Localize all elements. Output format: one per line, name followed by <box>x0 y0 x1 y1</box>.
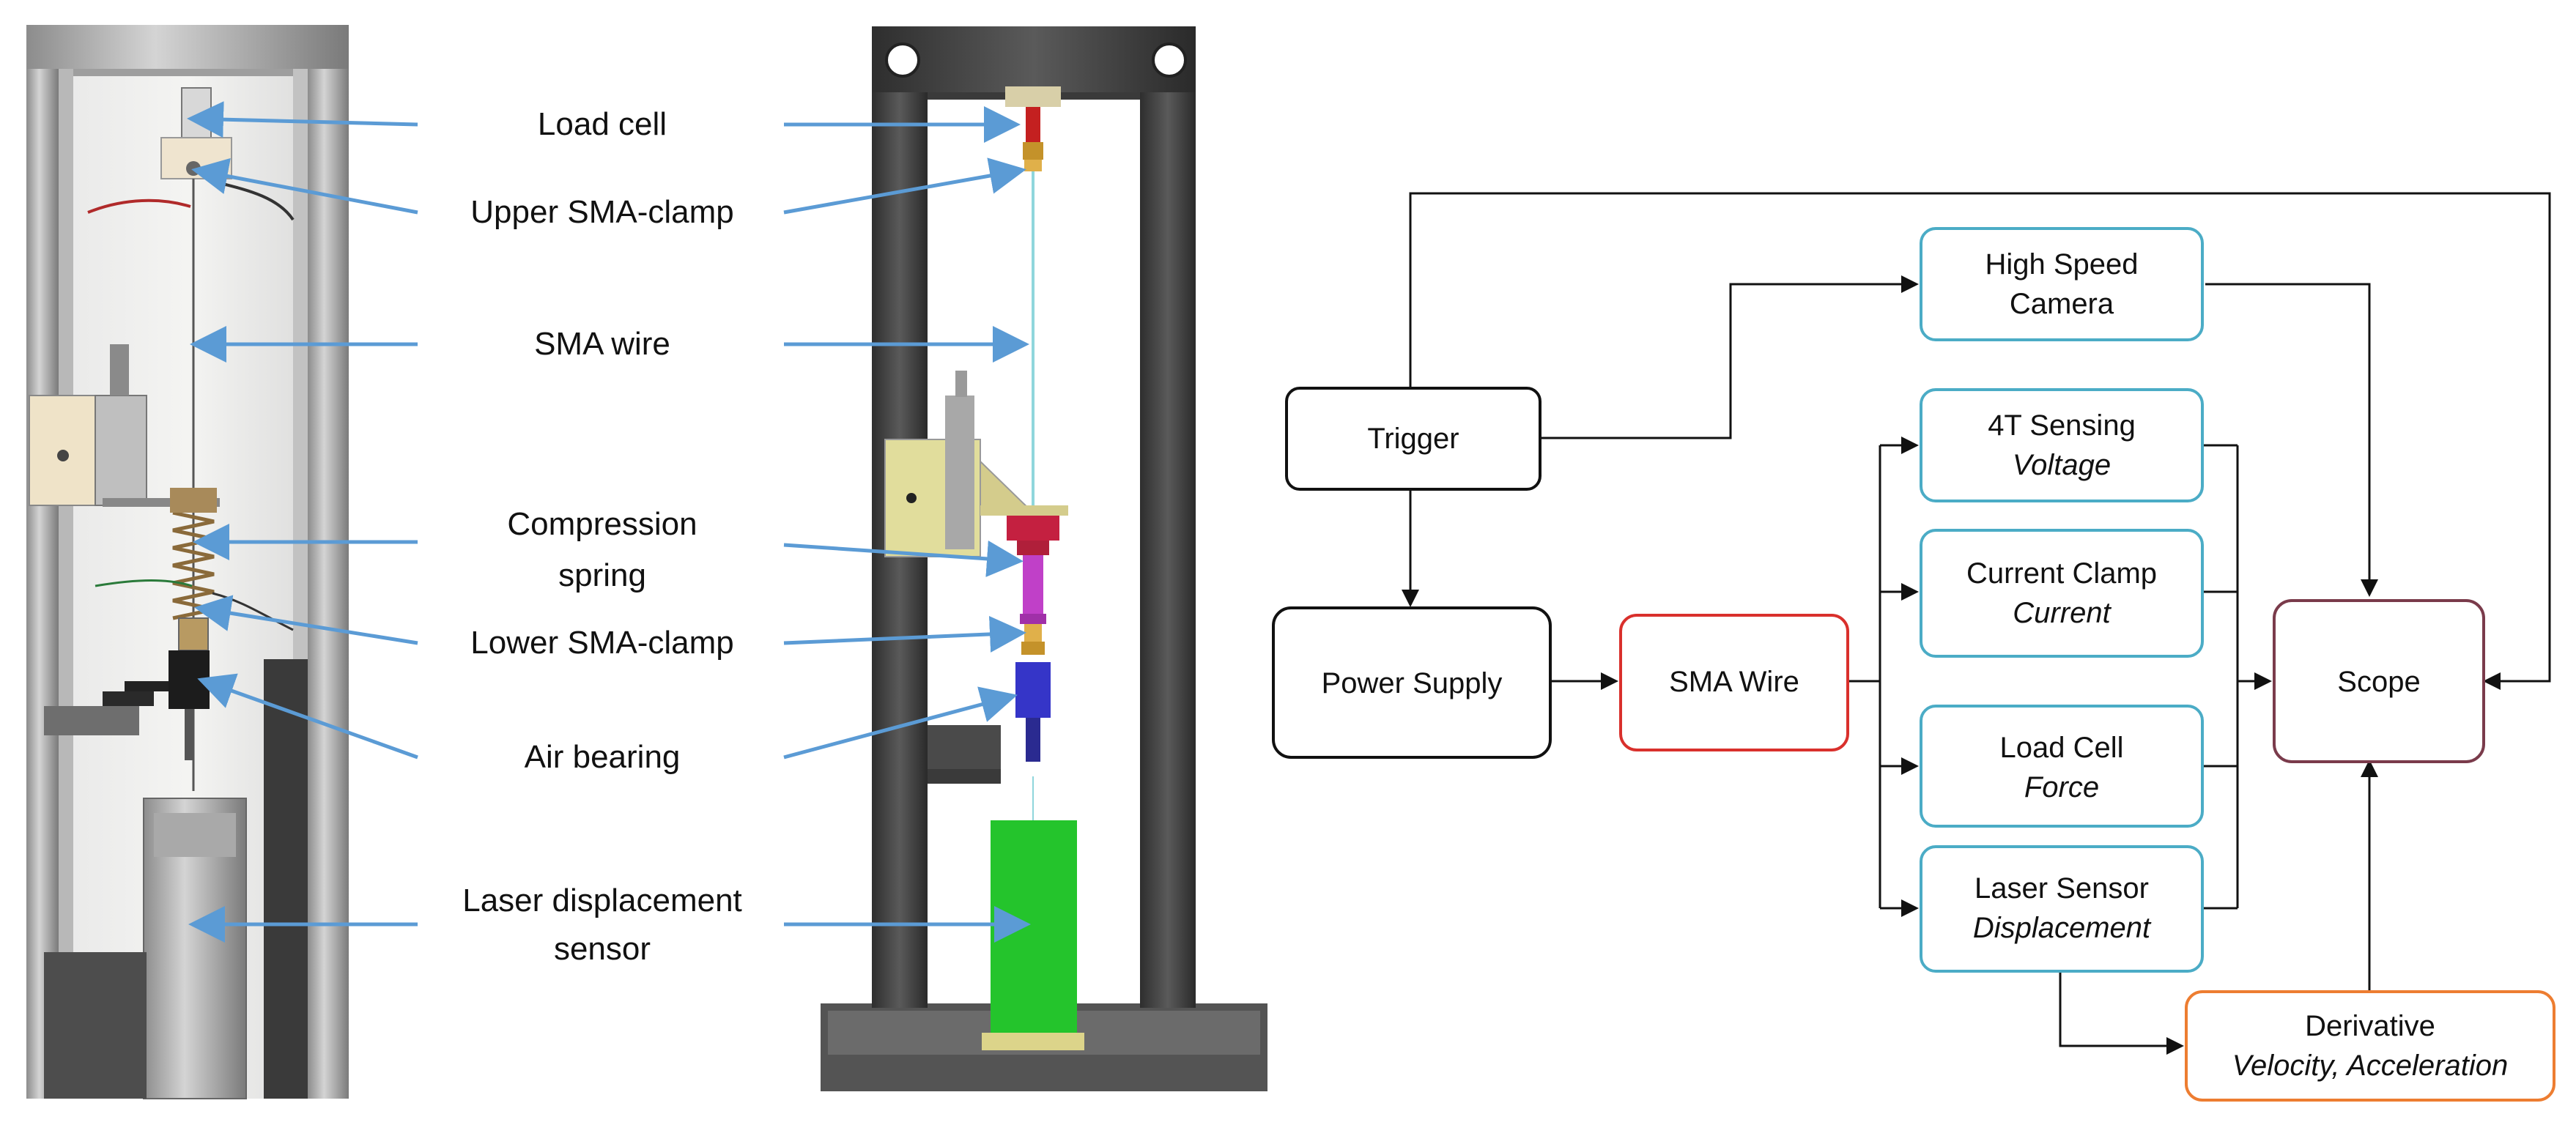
apparatus-annotations: Load cell Upper SMA-clamp SMA wire Compr… <box>187 101 1031 967</box>
label-laser-sensor-line2: sensor <box>554 931 651 967</box>
apparatus-cad-model <box>821 26 1267 1091</box>
svg-text:Current Clamp: Current Clamp <box>1966 557 2157 590</box>
arrow-air-bearing-left <box>197 673 418 760</box>
edge-laser-to-derivative <box>2059 971 2184 1055</box>
svg-text:Load Cell: Load Cell <box>1999 732 2123 764</box>
node-laser-sensor: Laser Sensor Displacement <box>1920 845 2204 973</box>
label-upper-clamp: Upper SMA-clamp <box>470 194 733 230</box>
label-load-cell: Load cell <box>538 106 667 142</box>
block-diagram: Trigger Power Supply SMA Wire High Speed… <box>1272 192 2555 1102</box>
edge-trigger-to-scope <box>1409 192 2551 690</box>
svg-text:Scope: Scope <box>2337 666 2420 698</box>
edge-trigger-to-camera <box>1540 275 1919 439</box>
svg-text:Power Supply: Power Supply <box>1322 667 1503 699</box>
svg-text:Camera: Camera <box>2010 288 2114 320</box>
node-4t-sensing: 4T Sensing Voltage <box>1920 388 2204 502</box>
svg-text:Velocity, Acceleration: Velocity, Acceleration <box>2232 1050 2508 1082</box>
svg-text:Force: Force <box>2024 771 2099 803</box>
svg-text:Laser Sensor: Laser Sensor <box>1974 872 2149 905</box>
svg-text:High Speed: High Speed <box>1985 248 2138 281</box>
arrow-air-bearing-right <box>783 686 1018 760</box>
svg-text:Voltage: Voltage <box>2013 449 2111 481</box>
label-air-bearing: Air bearing <box>525 739 681 775</box>
svg-text:Derivative: Derivative <box>2305 1010 2435 1042</box>
node-high-speed-camera: High Speed Camera <box>1920 227 2204 341</box>
label-compression-spring-line1: Compression <box>507 506 697 542</box>
arrow-upper-clamp-right <box>783 157 1026 215</box>
node-derivative: Derivative Velocity, Acceleration <box>2185 990 2555 1102</box>
node-load-cell: Load Cell Force <box>1920 705 2204 828</box>
node-trigger: Trigger <box>1285 387 1541 491</box>
label-sma-wire: SMA wire <box>534 326 670 362</box>
svg-text:Trigger: Trigger <box>1367 423 1459 455</box>
node-sma-wire: SMA Wire <box>1619 614 1849 751</box>
node-scope: Scope <box>2273 599 2485 763</box>
node-current-clamp: Current Clamp Current <box>1920 529 2204 658</box>
arrow-upper-clamp-left <box>191 157 418 215</box>
arrow-lower-clamp-right <box>783 615 1026 653</box>
label-lower-clamp: Lower SMA-clamp <box>470 625 733 661</box>
label-laser-sensor-line1: Laser displacement <box>462 883 742 918</box>
arrow-lower-clamp-left <box>194 595 418 645</box>
svg-text:SMA Wire: SMA Wire <box>1669 666 1799 698</box>
edge-camera-to-scope <box>2205 283 2378 597</box>
svg-text:4T Sensing: 4T Sensing <box>1988 409 2136 442</box>
svg-text:Displacement: Displacement <box>1973 912 2152 944</box>
svg-text:Current: Current <box>2013 597 2111 629</box>
arrow-spring-right <box>783 540 1024 577</box>
node-power-supply: Power Supply <box>1272 606 1552 759</box>
apparatus-photo <box>26 25 349 1099</box>
label-compression-spring-line2: spring <box>558 557 646 593</box>
arrow-load-cell-left <box>187 101 418 138</box>
